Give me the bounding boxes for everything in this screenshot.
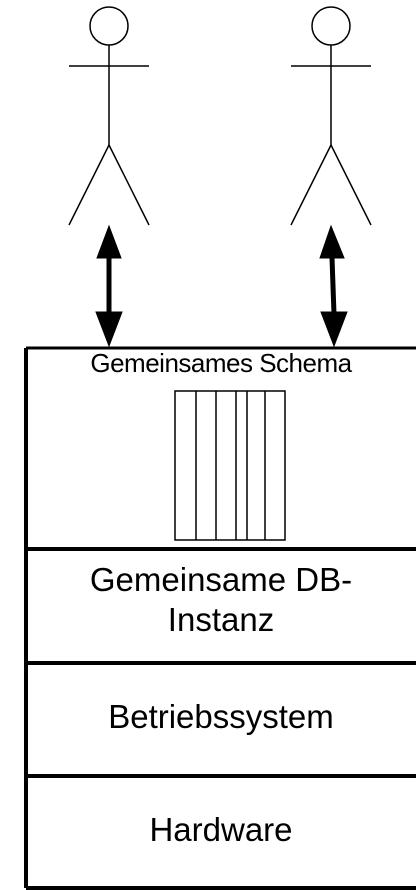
actor-user-2 xyxy=(290,6,372,226)
actor-leg-right xyxy=(108,144,150,226)
actor-head xyxy=(89,6,129,46)
layer-label-operating-system: Betriebssystem xyxy=(108,698,334,735)
arrowhead-down xyxy=(95,311,123,348)
layer-stack xyxy=(24,346,416,890)
layer-label-db-instance: Gemeinsame DB- Instanz xyxy=(89,561,353,638)
arrowhead-up xyxy=(319,224,345,259)
table-icon xyxy=(174,390,286,541)
actor-leg-left xyxy=(68,144,110,226)
actor-leg-left xyxy=(290,144,332,226)
actor-head xyxy=(311,6,351,46)
access-arrow-1 xyxy=(95,224,123,348)
access-arrow-2 xyxy=(319,224,348,348)
arrowhead-up xyxy=(96,224,122,259)
arrowhead-down xyxy=(320,311,348,348)
layer-label-schema: Gemeinsames Schema xyxy=(90,348,352,378)
actor-user-1 xyxy=(68,6,150,226)
actor-leg-right xyxy=(330,144,372,226)
layer-label-hardware: Hardware xyxy=(149,811,293,848)
